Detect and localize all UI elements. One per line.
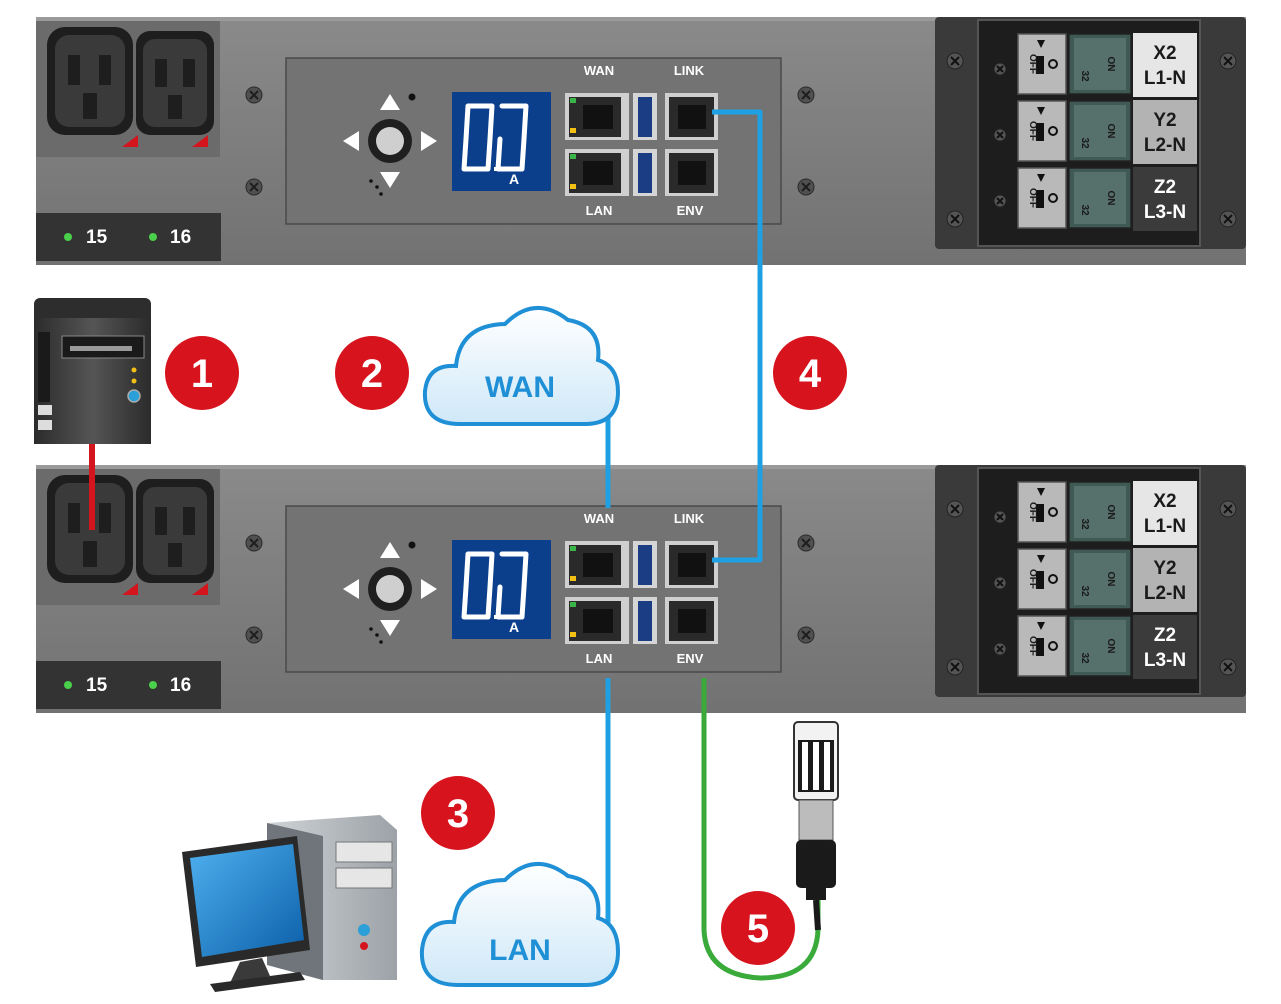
breaker-rating: 32 [1079, 70, 1090, 82]
display-unit: A [509, 171, 519, 187]
breaker-zone: Z2 [1154, 177, 1176, 198]
svg-text:4: 4 [799, 352, 822, 396]
breaker-rating: 32 [1079, 518, 1090, 530]
breaker-zone-tile [1133, 481, 1197, 545]
port-label-wan: WAN [584, 63, 614, 78]
breaker-zone-tile [1133, 615, 1197, 679]
breaker-toggle [1036, 571, 1044, 589]
port-label-lan: LAN [586, 651, 613, 666]
breaker-lever-face [1074, 553, 1126, 605]
breaker-phase: L2-N [1144, 135, 1186, 156]
breaker-phase: L1-N [1144, 516, 1186, 537]
breaker-zone-tile [1133, 167, 1197, 231]
breaker-arrow-icon [1037, 40, 1045, 48]
port-label-link: LINK [674, 511, 705, 526]
svg-text:1: 1 [191, 352, 213, 396]
breaker-phase: L1-N [1144, 68, 1186, 89]
breaker-arrow-icon [1037, 555, 1045, 563]
breaker-zone: Y2 [1153, 558, 1176, 579]
breaker-phase: L3-N [1144, 650, 1186, 671]
breaker-status-dot [1048, 641, 1058, 651]
port-label-link: LINK [674, 63, 705, 78]
badge-3: 3 [421, 776, 495, 850]
breaker-rating: 32 [1079, 204, 1090, 216]
breaker-status-dot [1048, 126, 1058, 136]
breaker-phase: L2-N [1144, 583, 1186, 604]
breaker-rating: 32 [1079, 652, 1090, 664]
breaker-lever-face [1074, 172, 1126, 224]
breaker-zone: Y2 [1153, 110, 1176, 131]
breaker-off-label: OFF [1027, 121, 1038, 141]
breaker-arrow-icon [1037, 174, 1045, 182]
svg-text:2: 2 [361, 352, 383, 396]
outlet-label-15: 15 [86, 675, 108, 696]
lan-cloud-icon: LAN [419, 861, 621, 987]
breaker-phase: L3-N [1144, 202, 1186, 223]
breaker-on-label: ON [1105, 124, 1116, 139]
breaker-arrow-icon [1037, 488, 1045, 496]
badge-2: 2 [335, 336, 409, 410]
breaker-on-label: ON [1105, 191, 1116, 206]
port-label-lan: LAN [586, 203, 613, 218]
breaker-zone: Z2 [1154, 625, 1176, 646]
breaker-zone: X2 [1153, 491, 1176, 512]
svg-text:5: 5 [747, 907, 769, 951]
server-icon [34, 298, 151, 444]
breaker-status-dot [1048, 574, 1058, 584]
breaker-off-label: OFF [1027, 54, 1038, 74]
breaker-zone: X2 [1153, 43, 1176, 64]
breaker-toggle [1036, 56, 1044, 74]
breaker-on-label: ON [1105, 639, 1116, 654]
breaker-off-label: OFF [1027, 636, 1038, 656]
breaker-lever-face [1074, 620, 1126, 672]
breaker-lever-face [1074, 486, 1126, 538]
link-cable [712, 109, 763, 563]
breaker-zone-tile [1133, 33, 1197, 97]
outlet-label-15: 15 [86, 227, 108, 248]
desktop-computer-icon [182, 815, 397, 992]
breaker-lever-face [1074, 105, 1126, 157]
breaker-arrow-icon [1037, 622, 1045, 630]
breaker-on-label: ON [1105, 57, 1116, 72]
badge-1: 1 [165, 336, 239, 410]
display-unit: A [509, 619, 519, 635]
port-label-env: ENV [677, 651, 704, 666]
breaker-off-label: OFF [1027, 188, 1038, 208]
breaker-off-label: OFF [1027, 502, 1038, 522]
breaker-toggle [1036, 638, 1044, 656]
breaker-on-label: ON [1105, 572, 1116, 587]
breaker-status-dot [1048, 193, 1058, 203]
breaker-rating: 32 [1079, 585, 1090, 597]
breaker-off-label: OFF [1027, 569, 1038, 589]
badge-4: 4 [773, 336, 847, 410]
lan-cloud-label: LAN [489, 934, 551, 967]
breaker-status-dot [1048, 59, 1058, 69]
svg-text:3: 3 [447, 792, 469, 836]
outlet-label-16: 16 [170, 675, 191, 696]
breaker-zone-tile [1133, 100, 1197, 164]
port-label-wan: WAN [584, 511, 614, 526]
breaker-arrow-icon [1037, 107, 1045, 115]
sensor-cable [701, 678, 821, 981]
wan-cloud-icon: WAN [422, 305, 621, 426]
breaker-on-label: ON [1105, 505, 1116, 520]
breaker-status-dot [1048, 507, 1058, 517]
badge-5: 5 [721, 891, 795, 965]
breaker-rating: 32 [1079, 137, 1090, 149]
outlet-label-16: 16 [170, 227, 191, 248]
breaker-lever-face [1074, 38, 1126, 90]
breaker-toggle [1036, 123, 1044, 141]
breaker-zone-tile [1133, 548, 1197, 612]
port-label-env: ENV [677, 203, 704, 218]
wan-cloud-label: WAN [485, 371, 555, 404]
breaker-toggle [1036, 190, 1044, 208]
breaker-toggle [1036, 504, 1044, 522]
environment-sensor-icon [793, 721, 839, 931]
